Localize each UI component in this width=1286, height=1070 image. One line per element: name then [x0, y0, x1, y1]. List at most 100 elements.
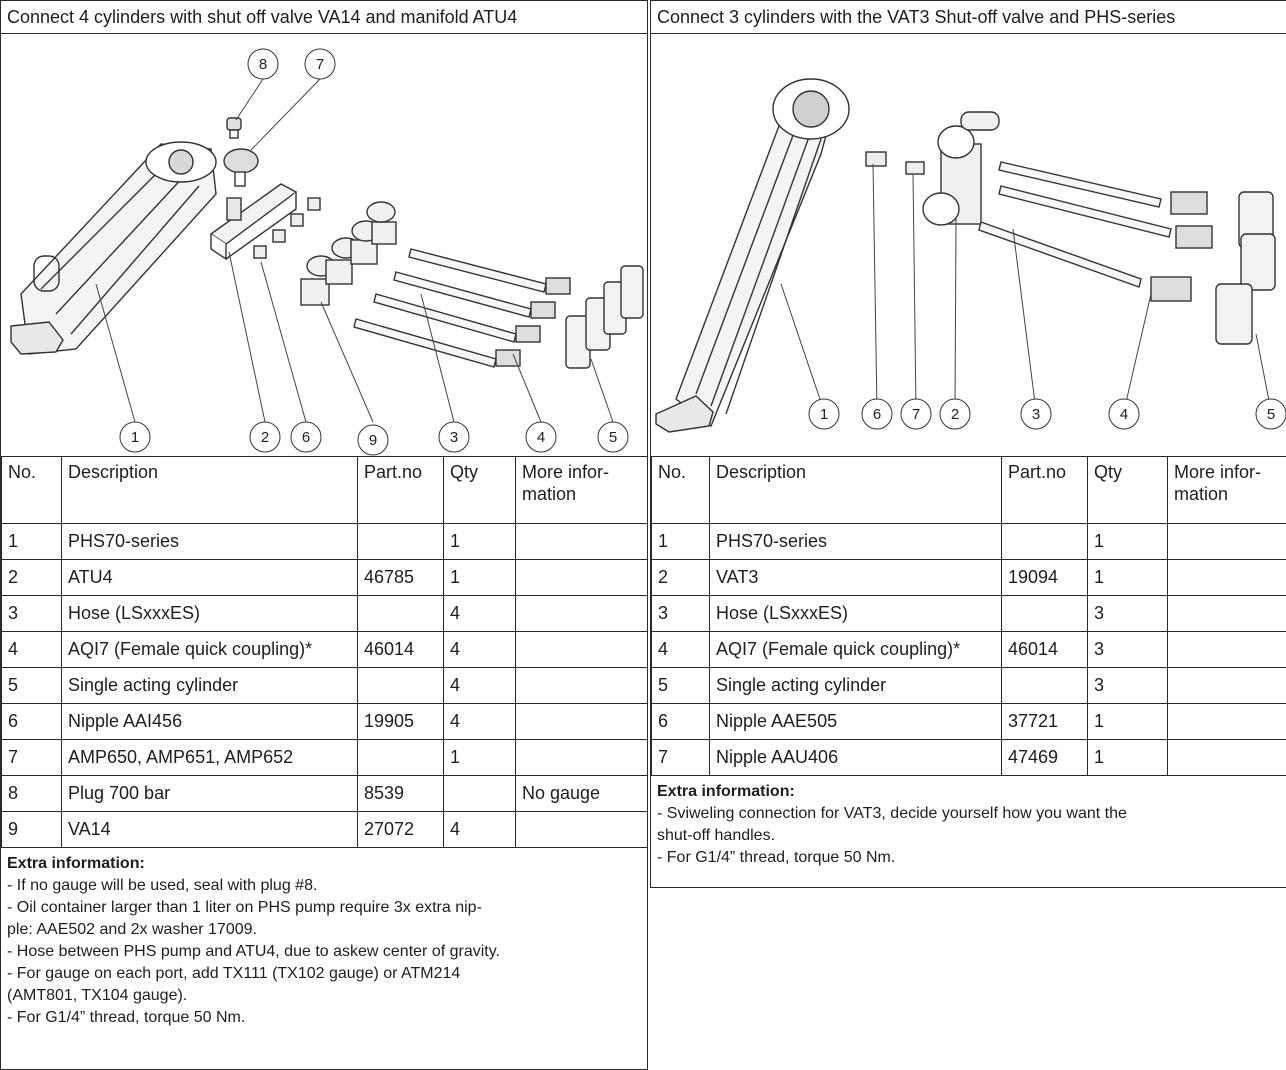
extra-line: - For gauge on each port, add TX111 (TX1… — [7, 965, 461, 982]
svg-text:2: 2 — [261, 429, 269, 446]
cell-description: Nipple AAE505 — [709, 703, 1002, 740]
extra-line: - For G1/4” thread, torque 50 Nm. — [657, 849, 896, 866]
cell-partno — [357, 739, 444, 776]
quick-coupling-icon — [1150, 191, 1213, 302]
cell-no: 4 — [1, 631, 62, 668]
cell-no: 3 — [651, 595, 710, 632]
left-parts-table: No. Description Part.no Qty More infor- … — [1, 456, 648, 848]
cell-partno: 46785 — [357, 559, 444, 596]
extra-line: ple: AAE502 and 2x washer 17009. — [7, 921, 257, 938]
cell-partno — [1001, 667, 1088, 704]
cell-partno: 19905 — [357, 703, 444, 740]
cell-qty: 4 — [443, 811, 516, 848]
cell-no: 6 — [1, 703, 62, 740]
callout-6: 6 — [290, 421, 322, 453]
extra-info-title: Extra information: — [657, 783, 795, 800]
cell-no: 5 — [651, 667, 710, 704]
manifold-icon — [209, 183, 298, 261]
svg-text:7: 7 — [316, 56, 324, 73]
cell-no: 1 — [1, 523, 62, 560]
callout-1: 1 — [119, 421, 151, 453]
cell-description: Hose (LSxxxES) — [709, 595, 1002, 632]
extra-line: - For G1/4” thread, torque 50 Nm. — [7, 1009, 246, 1026]
hose-icon — [353, 248, 547, 368]
cell-no: 7 — [1, 739, 62, 776]
svg-text:1: 1 — [131, 429, 139, 446]
svg-text:1: 1 — [820, 406, 828, 423]
table-header-row: No. Description Part.no Qty More infor- … — [1, 456, 648, 524]
cell-no: 5 — [1, 667, 62, 704]
extra-info-title: Extra information: — [7, 855, 145, 872]
extra-line: shut-off handles. — [657, 827, 776, 844]
cell-more — [1167, 631, 1286, 668]
gauge-icon — [223, 148, 259, 187]
cell-partno: 8539 — [357, 775, 444, 812]
header-description: Description — [61, 456, 358, 524]
header-qty: Qty — [443, 456, 516, 524]
cell-qty: 1 — [443, 523, 516, 560]
cell-description: PHS70-series — [61, 523, 358, 560]
cell-no: 1 — [651, 523, 710, 560]
cell-more — [515, 667, 648, 704]
svg-text:5: 5 — [609, 429, 617, 446]
hose-icon — [978, 161, 1172, 288]
left-extra-info: Extra information: - If no gauge will be… — [1, 849, 647, 1033]
right-extra-info: Extra information: - Sviweling connectio… — [651, 777, 1286, 873]
right-callouts: 1 6 7 2 3 4 5 — [808, 398, 1286, 430]
svg-text:5: 5 — [1267, 406, 1275, 423]
cell-more — [515, 811, 648, 848]
cell-more — [515, 595, 648, 632]
extra-line: - If no gauge will be used, seal with pl… — [7, 877, 318, 894]
header-description: Description — [709, 456, 1002, 524]
callout-5: 5 — [597, 421, 629, 453]
right-drawing: 1 6 7 2 3 4 5 — [651, 34, 1286, 457]
right-parts-table: No. Description Part.no Qty More infor- … — [651, 456, 1286, 776]
cell-description: AQI7 (Female quick coupling)* — [61, 631, 358, 668]
svg-text:4: 4 — [537, 429, 545, 446]
svg-text:7: 7 — [912, 406, 920, 423]
cell-description: AQI7 (Female quick coupling)* — [709, 631, 1002, 668]
header-more-info: More infor- mation — [515, 456, 648, 524]
left-frame: Connect 4 cylinders with shut off valve … — [0, 0, 648, 1070]
cell-description: ATU4 — [61, 559, 358, 596]
cell-description: VAT3 — [709, 559, 1002, 596]
callout-5: 5 — [1255, 398, 1286, 430]
header-no: No. — [1, 456, 62, 524]
cell-no: 8 — [1, 775, 62, 812]
header-qty: Qty — [1087, 456, 1168, 524]
callout-6: 6 — [861, 398, 893, 430]
callout-4: 4 — [1108, 398, 1140, 430]
svg-text:9: 9 — [369, 432, 377, 449]
right-panel: Connect 3 cylinders with the VAT3 Shut-o… — [650, 0, 1286, 1070]
cell-more — [1167, 595, 1286, 632]
cell-description: Single acting cylinder — [709, 667, 1002, 704]
hydraulic-pump-icon — [655, 78, 850, 433]
callout-9: 9 — [357, 424, 389, 456]
cell-more — [1167, 559, 1286, 596]
cell-partno — [1001, 595, 1088, 632]
cell-partno — [1001, 523, 1088, 560]
plug-icon — [226, 117, 242, 139]
left-exploded-view: 1 2 6 9 3 4 5 8 7 — [10, 48, 644, 456]
callout-7: 7 — [304, 48, 336, 80]
cylinder-icon — [1215, 191, 1276, 345]
hydraulic-pump-icon — [10, 141, 217, 355]
cell-qty: 1 — [443, 559, 516, 596]
left-panel: Connect 4 cylinders with shut off valve … — [0, 0, 648, 1070]
callout-2: 2 — [249, 421, 281, 453]
cell-description: Hose (LSxxxES) — [61, 595, 358, 632]
left-drawing: 1 2 6 9 3 4 5 8 7 — [1, 34, 647, 457]
cell-no: 2 — [651, 559, 710, 596]
svg-text:6: 6 — [873, 406, 881, 423]
cell-more — [1167, 667, 1286, 704]
header-more-info: More infor- mation — [1167, 456, 1286, 524]
cell-no: 4 — [651, 631, 710, 668]
